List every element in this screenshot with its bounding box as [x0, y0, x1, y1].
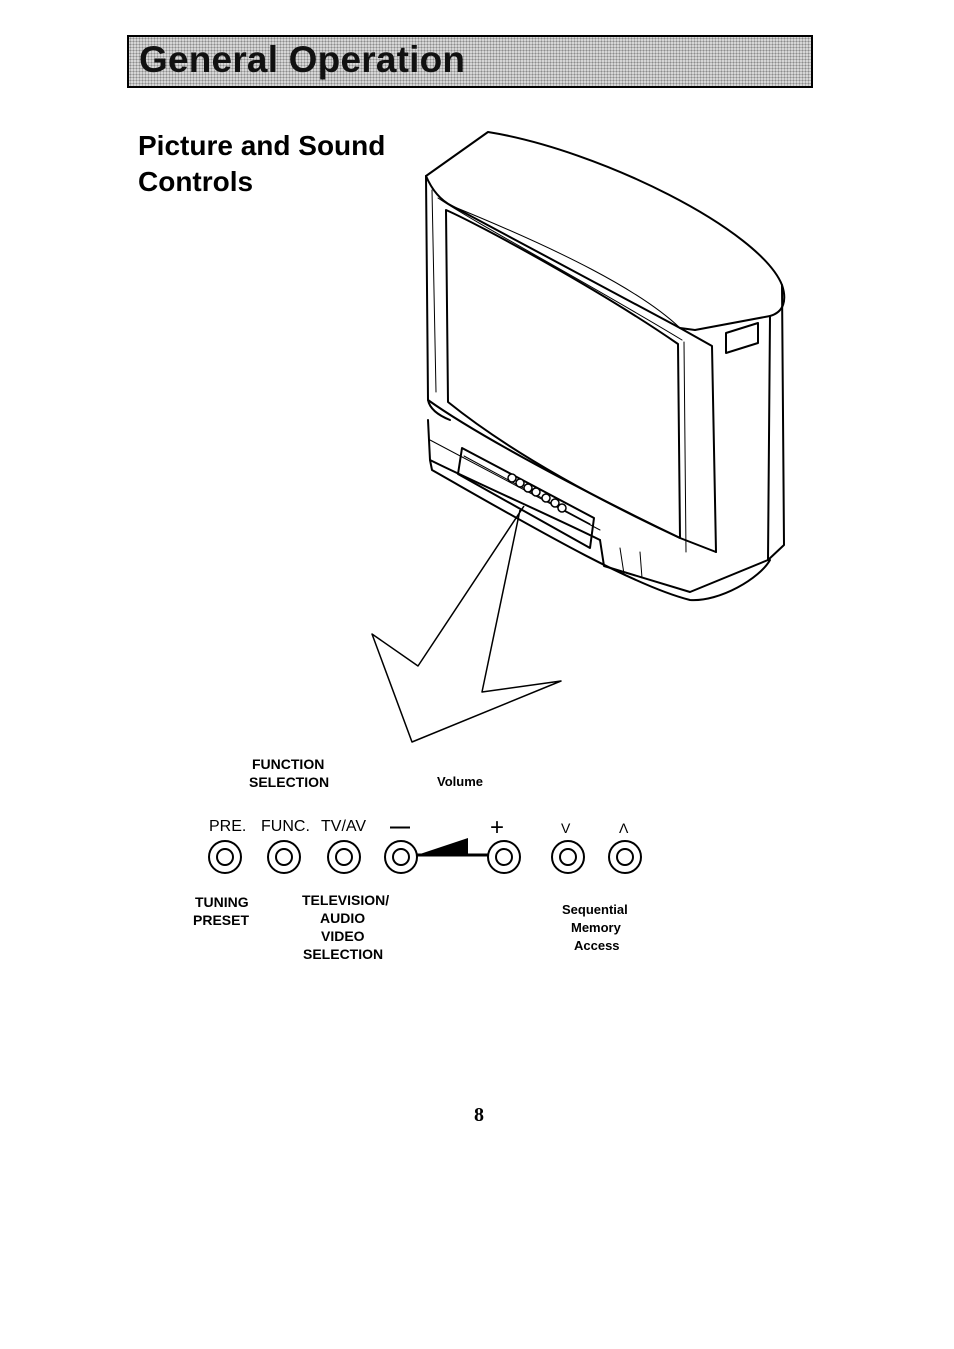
volume-up-label: +	[490, 814, 505, 841]
tv-av-selection-label-line-2: AUDIO	[320, 910, 366, 926]
channel-down-label: V	[561, 820, 571, 836]
page-header-title: General Operation	[139, 39, 466, 80]
sequential-memory-label-line-1: Sequential	[562, 902, 628, 917]
pre-button	[208, 840, 242, 874]
volume-down-label: —	[390, 816, 410, 838]
func-button-label: FUNC.	[261, 818, 310, 835]
section-title-line-1: Picture and Sound	[138, 130, 386, 161]
tuning-preset-label-line-2: PRESET	[193, 912, 250, 928]
tv-av-selection-label-line-1: TELEVISION/	[302, 892, 390, 908]
page-number: 8	[474, 1104, 484, 1126]
function-selection-label-line-1: FUNCTION	[252, 756, 325, 772]
tv-av-button-label: TV/AV	[321, 818, 367, 835]
sequential-memory-label-line-2: Memory	[571, 920, 621, 935]
channel-up-label: Λ	[619, 820, 629, 836]
tuning-preset-label-line-1: TUNING	[195, 894, 249, 910]
sequential-memory-label-line-3: Access	[574, 938, 620, 953]
section-title: Picture and Sound Controls	[138, 128, 438, 200]
volume-label: Volume	[437, 774, 483, 789]
channel-up-button	[608, 840, 642, 874]
func-button	[267, 840, 301, 874]
pre-button-label: PRE.	[209, 818, 247, 835]
tv-av-button	[327, 840, 361, 874]
function-selection-label-line-2: SELECTION	[249, 774, 330, 790]
channel-down-button	[551, 840, 585, 874]
tv-av-selection-label-line-4: SELECTION	[303, 946, 384, 962]
tv-av-selection-label-line-3: VIDEO	[321, 928, 365, 944]
section-title-line-2: Controls	[138, 166, 254, 197]
volume-down-button	[384, 840, 418, 874]
volume-up-button	[487, 840, 521, 874]
header-banner: General Operation	[127, 35, 813, 88]
